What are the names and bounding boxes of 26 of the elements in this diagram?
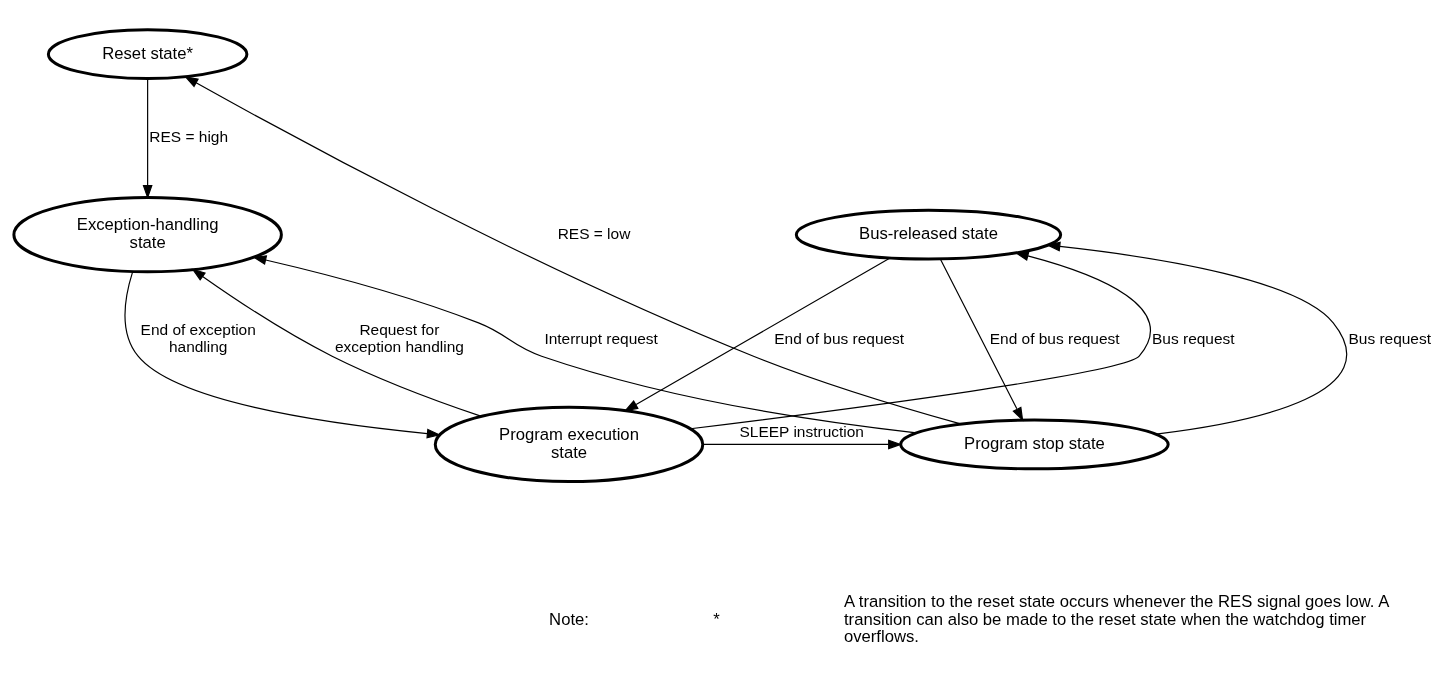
edge-label: End of bus request — [989, 329, 1120, 347]
label: A transition to the reset state occurs whenever the RES signal goes low. A transition can also be made to the reset state when the watchdog timer overflows. — [843, 591, 1390, 647]
arrow — [184, 76, 962, 425]
edge-label: RES = high — [149, 128, 229, 146]
arrow — [702, 439, 903, 450]
edge-label: RES = low — [557, 224, 631, 242]
node-ellipse: Exception-handling state — [12, 196, 283, 274]
label: * — [713, 609, 720, 629]
arrow — [252, 255, 917, 434]
node-ellipse: Reset state* — [46, 28, 249, 81]
node-ellipse: Program stop state — [899, 418, 1170, 471]
edge-label: Bus request — [1152, 329, 1235, 347]
arrow — [124, 271, 442, 439]
edge-label: End of exception handling — [140, 321, 256, 355]
edge-label: End of bus request — [774, 329, 905, 347]
edge-label: SLEEP instruction — [739, 422, 864, 440]
edge-label: Interrupt request — [544, 329, 658, 347]
label: Note: — [549, 609, 589, 629]
edge-label: Request for exception handling — [334, 321, 464, 355]
arrow — [689, 251, 1151, 430]
arrow — [939, 258, 1024, 422]
arrow — [191, 268, 483, 417]
edge-label: Bus request — [1348, 329, 1432, 347]
arrow — [623, 257, 891, 412]
node-ellipse: Program execution state — [433, 405, 705, 484]
arrow — [1046, 241, 1348, 435]
